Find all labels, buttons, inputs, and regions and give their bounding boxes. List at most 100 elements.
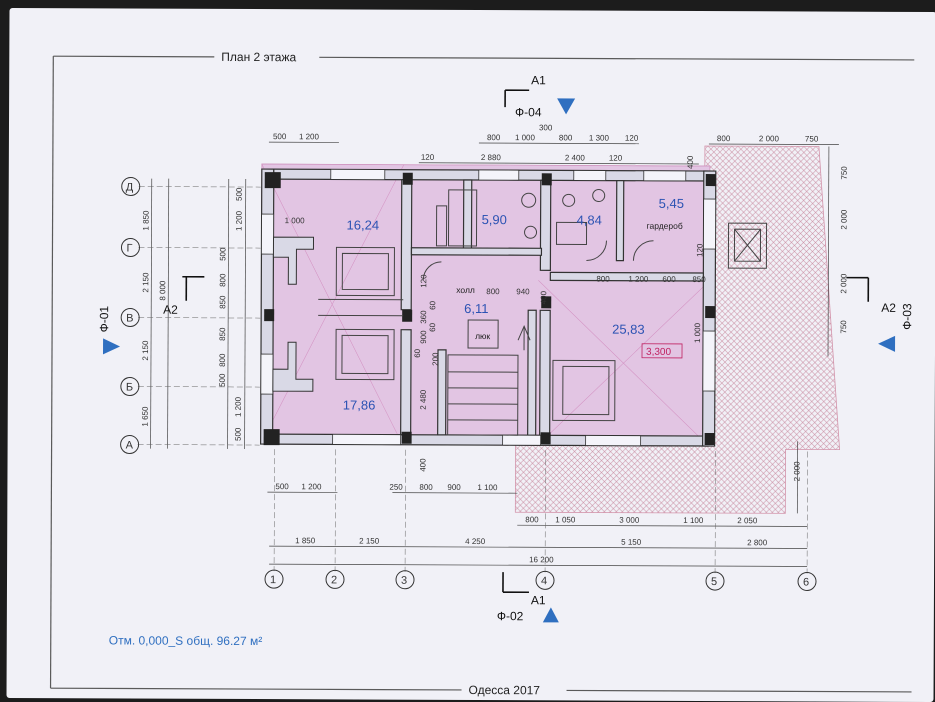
room-area: 17,86: [343, 397, 376, 412]
dim-text: 2 000: [839, 273, 848, 294]
dim-text: 60: [428, 322, 437, 331]
room-area: 16,24: [347, 217, 380, 232]
dim-text: 360: [419, 310, 428, 324]
hatch-label: люк: [475, 331, 490, 341]
dims-bottom-row2: 800 1 050 3 000 1 100 2 050: [525, 515, 758, 525]
axis-label: Б: [126, 381, 133, 393]
dim-text: 1 850: [295, 536, 316, 545]
dims-left-outer: 1 850 2 150 2 150 1 650 8 000: [141, 210, 168, 427]
dims-bottom-row3: 1 850 2 150 4 250 5 150 2 800: [295, 536, 768, 547]
dim-text: 2 150: [141, 340, 150, 361]
drawing-sheet: План 2 этажа Одесса 2017 Отм. 0,000_S об…: [6, 8, 935, 702]
dims-top-mid: 800 1 000 300 800 1 300 120: [487, 123, 639, 143]
dim-text: 1 200: [628, 275, 649, 284]
dim-text: 1 200: [235, 210, 244, 231]
room-area: 5,45: [659, 196, 684, 211]
dim-text: 750: [840, 166, 849, 180]
dim-text: 750: [805, 134, 819, 143]
room-name: холл: [456, 285, 475, 295]
inner-dim: 1 000: [285, 216, 306, 225]
dim-text: 1 650: [141, 406, 150, 427]
dim-text: 1 200: [299, 132, 320, 141]
axis-label: Г: [126, 242, 132, 254]
dim-text: 1 300: [589, 134, 610, 143]
dim-text: 940: [516, 287, 530, 296]
dim-text: 900: [447, 483, 461, 492]
dim-text: 800: [419, 483, 433, 492]
dim-text: 500: [218, 373, 227, 387]
sheet-footer: Одесса 2017: [469, 683, 541, 697]
dim-text: 2 150: [359, 537, 380, 546]
axis-bubble-6: 6: [798, 572, 816, 590]
room-area: 4,84: [577, 212, 602, 227]
level-mark: 3,300: [646, 347, 672, 358]
dims-top-right: 800 2 000 750: [717, 134, 819, 143]
dim-text: 1 850: [142, 210, 151, 231]
dim-text: 600: [662, 275, 676, 284]
facade-label: Ф-02: [497, 609, 524, 623]
dim-text: 2 000: [792, 461, 801, 482]
axis-bubble-b: Б: [121, 377, 139, 395]
dim-text: 2 400: [565, 153, 586, 162]
axis-label: 2: [331, 574, 337, 586]
dim-text: 500: [273, 132, 287, 141]
dims-bottom-row1: 500 1 200 250 800 900 1 100: [275, 482, 498, 492]
dim-text: 800: [596, 275, 610, 284]
dim-text: 60: [428, 300, 437, 309]
facade-label: Ф-03: [900, 303, 914, 330]
axis-label: Д: [126, 181, 134, 193]
dim-text: 120: [609, 154, 623, 163]
dim-text: 800: [487, 133, 501, 142]
dim-text: 2 000: [840, 209, 849, 230]
dims-left-inner: 500 1 200 500 800 850 850 800 500 1 200 …: [218, 187, 244, 441]
dim-text: 850: [218, 295, 227, 309]
dim-text: 1 000: [693, 322, 702, 343]
dim-text: 1 200: [301, 482, 322, 491]
facade-arrow-right: [878, 336, 895, 352]
room-area: 6,11: [464, 301, 488, 316]
dim-text: 2 800: [747, 538, 768, 547]
dim-text: 60: [413, 348, 422, 357]
axis-bubble-g: Г: [121, 238, 139, 256]
dim-text: 400: [686, 155, 695, 169]
dim-text: 120: [421, 153, 435, 162]
dim-text: 500: [235, 187, 244, 201]
dim-text: 2 480: [419, 389, 428, 410]
total-dim: 16 200: [529, 555, 554, 564]
axis-label: 5: [711, 576, 717, 588]
axis-bubble-4: 4: [536, 571, 554, 589]
dim-text: 900: [419, 330, 428, 344]
dim-text: 750: [839, 320, 848, 334]
dim-text: 800: [525, 515, 539, 524]
dim-text: 1 200: [234, 396, 243, 417]
dim-text: 400: [539, 290, 548, 304]
dim-text: 500: [275, 482, 289, 491]
facade-arrow-left: [103, 338, 120, 354]
dim-text: 800: [486, 287, 500, 296]
dim-text: 2 050: [737, 516, 758, 525]
dim-text: 120: [695, 243, 704, 257]
axis-label: 1: [270, 574, 276, 586]
room-name: гардероб: [647, 221, 683, 231]
dim-text: 800: [218, 273, 227, 287]
axis-label: 4: [541, 575, 547, 587]
axis-bubble-d: Д: [122, 177, 140, 195]
axis-label: В: [126, 312, 133, 324]
axis-bubble-v: В: [121, 308, 139, 326]
dim-text: 5 150: [621, 538, 642, 547]
dim-text: 2 000: [759, 134, 780, 143]
dim-text: 1 100: [477, 483, 498, 492]
facade-arrow-top: [557, 98, 575, 114]
axis-bubble-2: 2: [326, 570, 344, 588]
axis-label: 6: [803, 576, 809, 588]
dim-text: 200: [431, 352, 440, 366]
dim-text: 8 000: [158, 280, 167, 301]
sheet-title: План 2 этажа: [221, 50, 296, 64]
dims-top-left: 500 1 200: [273, 132, 320, 141]
dim-text: 1 100: [683, 516, 704, 525]
axis-bubble-5: 5: [706, 572, 724, 590]
facade-label: Ф-04: [515, 105, 542, 119]
dim-text: 2 150: [141, 272, 150, 293]
dim-text: 500: [234, 427, 243, 441]
facade-label: Ф-01: [97, 306, 111, 333]
